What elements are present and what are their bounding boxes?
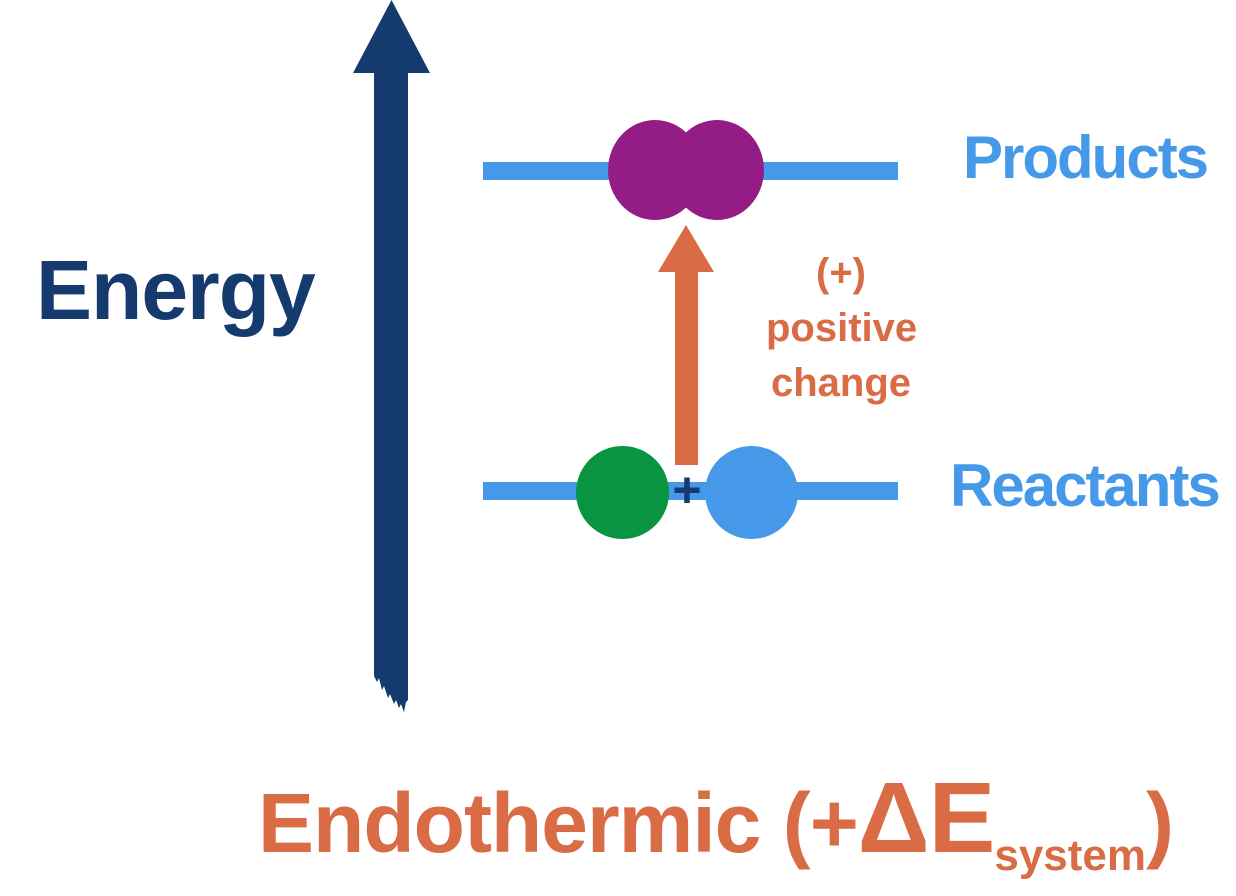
energy-axis-up-arrow-icon bbox=[353, 0, 430, 712]
energy-axis-up-arrow-shape bbox=[353, 0, 430, 712]
energy-axis-label: Energy bbox=[36, 243, 316, 337]
reactants-label: Reactants bbox=[950, 452, 1221, 519]
title-delta-term: ΔE bbox=[857, 762, 996, 874]
reactants-plus-sign: + bbox=[672, 462, 702, 518]
reactant-a-circle bbox=[576, 446, 669, 539]
annotation-positive-line: positive bbox=[766, 306, 918, 350]
energy-increase-up-arrow-shape bbox=[658, 225, 714, 465]
title-subscript: system bbox=[994, 831, 1147, 880]
positive-change-annotation: (+) positive change bbox=[766, 246, 918, 411]
annotation-plus-line: (+) bbox=[816, 251, 866, 295]
energy-increase-up-arrow-icon bbox=[658, 225, 714, 465]
product-molecule-lobe-right bbox=[670, 120, 764, 220]
diagram-title: Endothermic (+ΔEsystem) bbox=[258, 768, 1174, 880]
products-label: Products bbox=[963, 124, 1209, 191]
annotation-change-line: change bbox=[770, 361, 912, 405]
title-prefix: Endothermic (+ bbox=[258, 776, 859, 870]
title-suffix: ) bbox=[1146, 776, 1174, 870]
reactant-b-circle bbox=[705, 446, 798, 539]
